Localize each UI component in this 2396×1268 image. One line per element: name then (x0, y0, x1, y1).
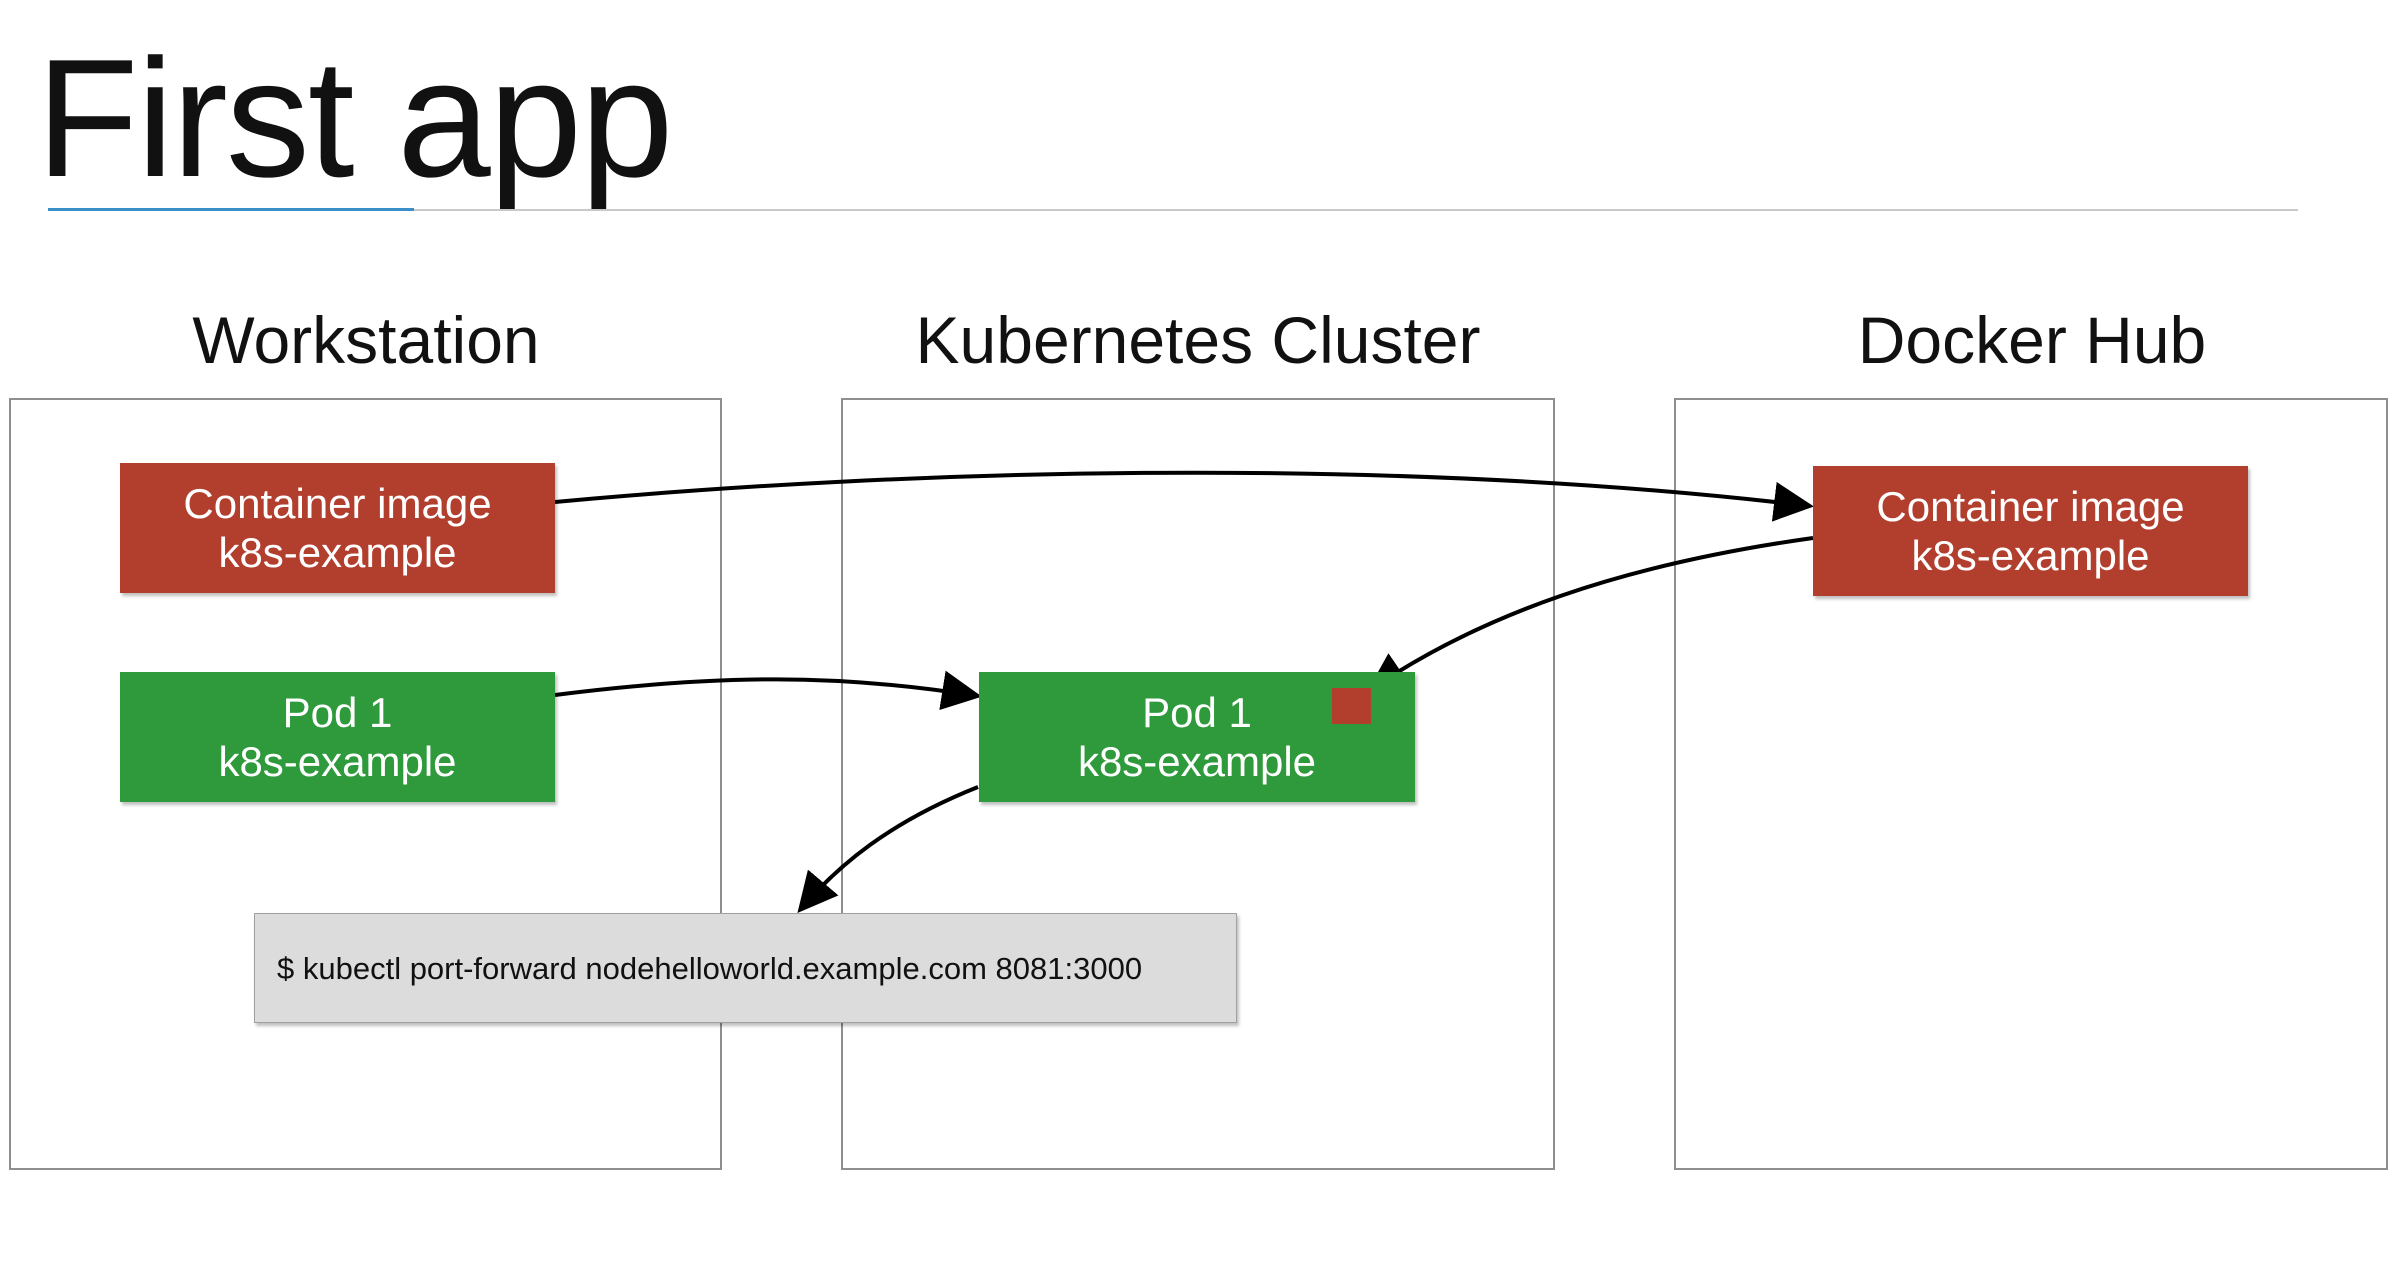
docker-hub-image-label: Container image (1876, 483, 2185, 530)
command-box: $ kubectl port-forward nodehelloworld.ex… (254, 913, 1237, 1023)
docker-hub-panel (1674, 398, 2388, 1170)
cluster-title: Kubernetes Cluster (915, 303, 1481, 377)
title-divider (48, 209, 2298, 211)
slide-title: First app (36, 24, 674, 212)
workstation-panel (9, 398, 722, 1170)
workstation-title: Workstation (192, 303, 540, 377)
cluster-panel (841, 398, 1555, 1170)
arrow-pull-image (1366, 536, 1814, 693)
title-divider-accent (48, 208, 414, 211)
arrow-create-pod (554, 670, 982, 711)
docker-hub-container-image-box: Container image k8s-example (1813, 466, 2248, 596)
workstation-image-label: Container image (183, 480, 492, 527)
workstation-pod-name: k8s-example (218, 738, 457, 785)
workstation-pod-label: Pod 1 (282, 689, 393, 736)
cluster-pod-label: Pod 1 (1142, 689, 1252, 736)
workstation-image-name: k8s-example (218, 529, 457, 576)
workstation-container-image-box: Container image k8s-example (120, 463, 555, 593)
workstation-pod-box: Pod 1 k8s-example (120, 672, 555, 802)
docker-hub-title: Docker Hub (1857, 303, 2207, 377)
arrow-port-forward (797, 785, 979, 914)
docker-hub-image-name: k8s-example (1911, 532, 2150, 579)
pod-container-marker (1332, 688, 1371, 724)
cluster-pod-name: k8s-example (1077, 738, 1317, 785)
arrow-push-image (554, 470, 1814, 522)
